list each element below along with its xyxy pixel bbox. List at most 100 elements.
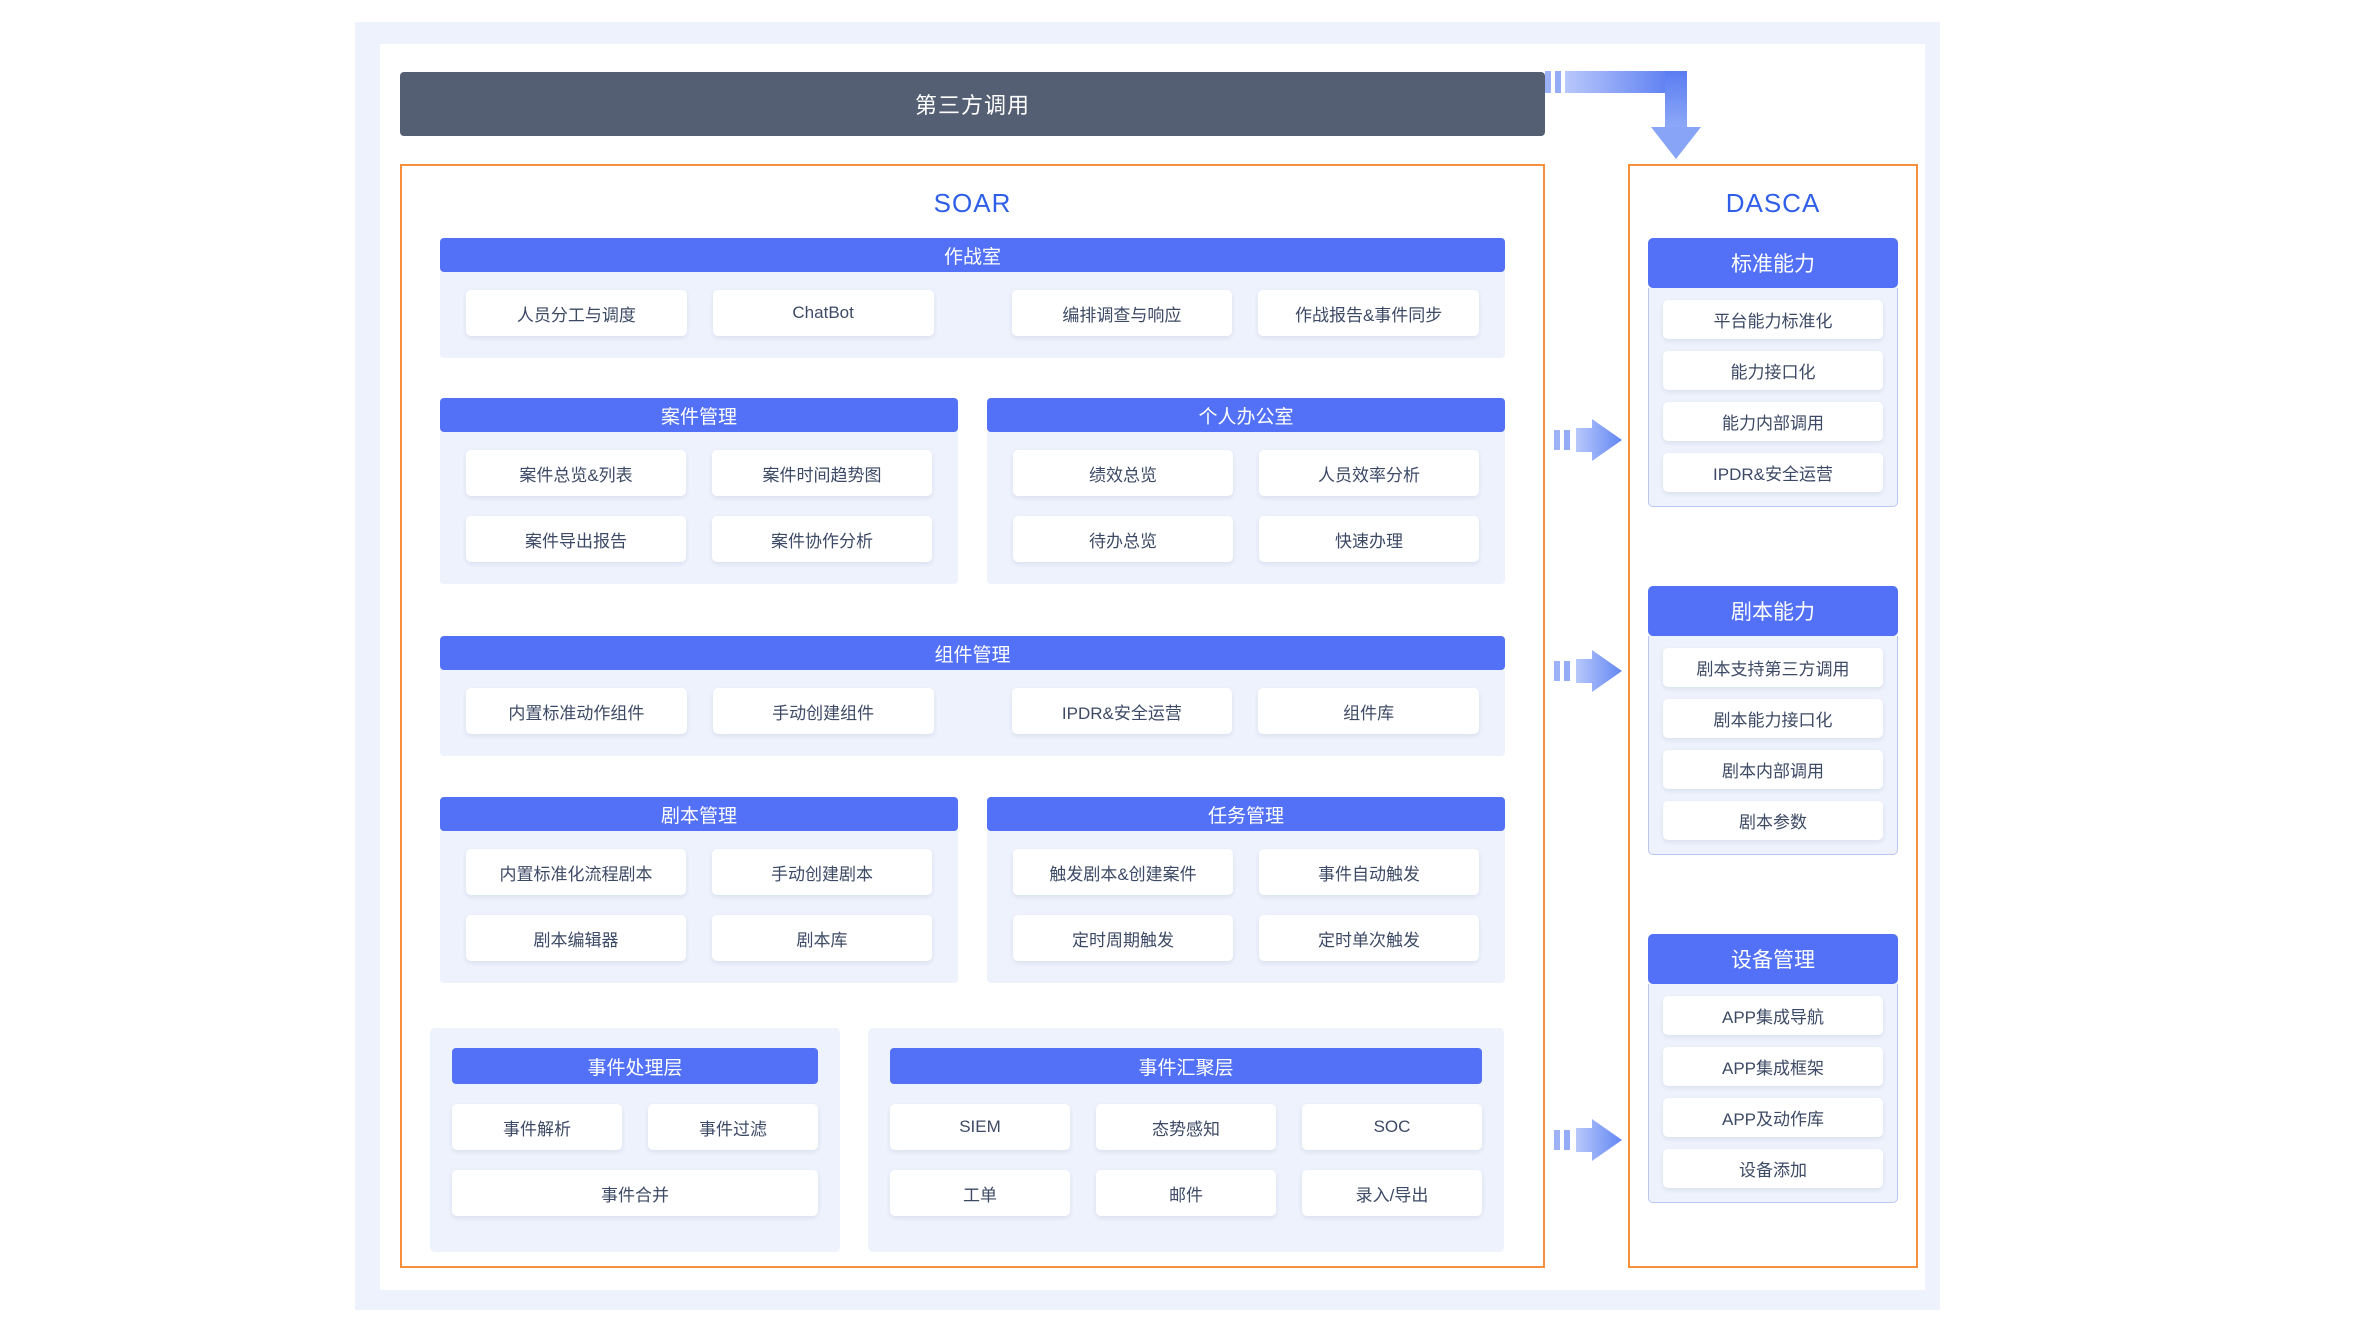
dasca-panel: DASCA 标准能力 平台能力标准化 能力接口化 能力内部调用 IPDR&安全运… [1628, 164, 1918, 1268]
group-component-management: 组件管理 内置标准动作组件 手动创建组件 IPDR&安全运营 组件库 [440, 636, 1505, 756]
card-row: 案件总览&列表 案件时间趋势图 [466, 450, 932, 496]
card-item[interactable]: 剧本库 [712, 915, 932, 961]
cap-item[interactable]: 设备添加 [1663, 1149, 1883, 1188]
layer-event-processing-header: 事件处理层 [452, 1048, 818, 1084]
row-spacer [960, 290, 986, 336]
card-item[interactable]: 案件协作分析 [712, 516, 932, 562]
card-item[interactable]: 人员分工与调度 [466, 290, 687, 336]
cap-item[interactable]: 剧本内部调用 [1663, 750, 1883, 789]
third-party-call-bar: 第三方调用 [400, 72, 1545, 136]
group-war-room: 作战室 人员分工与调度 ChatBot 编排调查与响应 作战报告&事件同步 [440, 238, 1505, 358]
cap-item[interactable]: APP集成导航 [1663, 996, 1883, 1035]
soar-to-device-management-arrow [1554, 1119, 1622, 1161]
card-row: 剧本编辑器 剧本库 [466, 915, 932, 961]
card-item[interactable]: 触发剧本&创建案件 [1013, 849, 1233, 895]
card-item[interactable]: 人员效率分析 [1259, 450, 1479, 496]
card-row: 案件导出报告 案件协作分析 [466, 516, 932, 562]
card-item[interactable]: SIEM [890, 1104, 1070, 1150]
card-item[interactable]: 内置标准化流程剧本 [466, 849, 686, 895]
card-row: 事件解析 事件过滤 [452, 1104, 818, 1150]
group-personal-office-header: 个人办公室 [987, 398, 1505, 432]
card-item[interactable]: 编排调查与响应 [1011, 290, 1233, 336]
card-item[interactable]: 工单 [890, 1170, 1070, 1216]
group-component-management-header: 组件管理 [440, 636, 1505, 670]
card-item[interactable]: IPDR&安全运营 [1011, 688, 1233, 734]
card-row: 待办总览 快速办理 [1013, 516, 1479, 562]
soar-to-playbook-capability-arrow [1554, 650, 1622, 692]
cap-item[interactable]: 能力内部调用 [1663, 402, 1883, 441]
row-spacer [960, 688, 986, 734]
card-row: 工单 邮件 录入/导出 [890, 1170, 1482, 1216]
dasca-title: DASCA [1725, 188, 1821, 218]
group-task-management-body: 触发剧本&创建案件 事件自动触发 定时周期触发 定时单次触发 [987, 827, 1505, 983]
cap-panel-standard-capability-body: 平台能力标准化 能力接口化 能力内部调用 IPDR&安全运营 [1648, 288, 1898, 507]
cap-panel-device-management-body: APP集成导航 APP集成框架 APP及动作库 设备添加 [1648, 984, 1898, 1203]
card-item[interactable]: 手动创建剧本 [712, 849, 932, 895]
card-item[interactable]: 待办总览 [1013, 516, 1233, 562]
layer-event-aggregation-header: 事件汇聚层 [890, 1048, 1482, 1084]
card-row: 事件合并 [452, 1170, 818, 1216]
cap-panel-playbook-capability-body: 剧本支持第三方调用 剧本能力接口化 剧本内部调用 剧本参数 [1648, 636, 1898, 855]
card-item[interactable]: 案件导出报告 [466, 516, 686, 562]
card-item[interactable]: 录入/导出 [1302, 1170, 1482, 1216]
group-component-management-body: 内置标准动作组件 手动创建组件 IPDR&安全运营 组件库 [440, 666, 1505, 756]
group-personal-office-body: 绩效总览 人员效率分析 待办总览 快速办理 [987, 428, 1505, 584]
card-item[interactable]: 态势感知 [1096, 1104, 1276, 1150]
soar-panel: SOAR 作战室 人员分工与调度 ChatBot 编排调查与响应 作战报告&事件… [400, 164, 1545, 1268]
card-item[interactable]: 案件时间趋势图 [712, 450, 932, 496]
card-item[interactable]: 绩效总览 [1013, 450, 1233, 496]
group-playbook-management-body: 内置标准化流程剧本 手动创建剧本 剧本编辑器 剧本库 [440, 827, 958, 983]
card-item[interactable]: 事件过滤 [648, 1104, 818, 1150]
card-row: SIEM 态势感知 SOC [890, 1104, 1482, 1150]
cap-panel-playbook-capability: 剧本能力 剧本支持第三方调用 剧本能力接口化 剧本内部调用 剧本参数 [1648, 586, 1898, 855]
card-item[interactable]: ChatBot [712, 290, 934, 336]
cap-panel-device-management-header: 设备管理 [1648, 934, 1898, 984]
cap-item[interactable]: APP集成框架 [1663, 1047, 1883, 1086]
card-item[interactable]: 手动创建组件 [712, 688, 934, 734]
cap-panel-device-management: 设备管理 APP集成导航 APP集成框架 APP及动作库 设备添加 [1648, 934, 1898, 1203]
group-case-management-body: 案件总览&列表 案件时间趋势图 案件导出报告 案件协作分析 [440, 428, 958, 584]
cap-panel-standard-capability-header: 标准能力 [1648, 238, 1898, 288]
group-task-management: 任务管理 触发剧本&创建案件 事件自动触发 定时周期触发 定时单次触发 [987, 797, 1505, 983]
cap-item[interactable]: 剧本能力接口化 [1663, 699, 1883, 738]
cap-item[interactable]: 剧本参数 [1663, 801, 1883, 840]
card-item[interactable]: 作战报告&事件同步 [1258, 290, 1479, 336]
card-item[interactable]: 定时周期触发 [1013, 915, 1233, 961]
card-item[interactable]: 事件合并 [452, 1170, 818, 1216]
soar-title: SOAR [933, 188, 1012, 218]
card-item[interactable]: 快速办理 [1259, 516, 1479, 562]
group-personal-office: 个人办公室 绩效总览 人员效率分析 待办总览 快速办理 [987, 398, 1505, 584]
group-task-management-header: 任务管理 [987, 797, 1505, 831]
card-item[interactable]: 剧本编辑器 [466, 915, 686, 961]
card-item[interactable]: 组件库 [1258, 688, 1479, 734]
cap-panel-playbook-capability-header: 剧本能力 [1648, 586, 1898, 636]
cap-item[interactable]: 平台能力标准化 [1663, 300, 1883, 339]
group-war-room-body: 人员分工与调度 ChatBot 编排调查与响应 作战报告&事件同步 [440, 268, 1505, 358]
group-war-room-header: 作战室 [440, 238, 1505, 272]
group-case-management-header: 案件管理 [440, 398, 958, 432]
card-row: 定时周期触发 定时单次触发 [1013, 915, 1479, 961]
card-item[interactable]: 案件总览&列表 [466, 450, 686, 496]
group-playbook-management: 剧本管理 内置标准化流程剧本 手动创建剧本 剧本编辑器 剧本库 [440, 797, 958, 983]
cap-item[interactable]: IPDR&安全运营 [1663, 453, 1883, 492]
card-item[interactable]: 事件解析 [452, 1104, 622, 1150]
card-row: 内置标准动作组件 手动创建组件 IPDR&安全运营 组件库 [466, 688, 1479, 734]
card-row: 绩效总览 人员效率分析 [1013, 450, 1479, 496]
card-row: 触发剧本&创建案件 事件自动触发 [1013, 849, 1479, 895]
card-item[interactable]: 事件自动触发 [1259, 849, 1479, 895]
card-item[interactable]: SOC [1302, 1104, 1482, 1150]
cap-item[interactable]: 剧本支持第三方调用 [1663, 648, 1883, 687]
cap-item[interactable]: 能力接口化 [1663, 351, 1883, 390]
card-item[interactable]: 定时单次触发 [1259, 915, 1479, 961]
layer-event-processing: 事件处理层 事件解析 事件过滤 事件合并 [430, 1028, 840, 1252]
card-item[interactable]: 邮件 [1096, 1170, 1276, 1216]
card-row: 内置标准化流程剧本 手动创建剧本 [466, 849, 932, 895]
third-party-to-dasca-arrow [1545, 71, 1701, 159]
card-item[interactable]: 内置标准动作组件 [466, 688, 687, 734]
card-row: 人员分工与调度 ChatBot 编排调查与响应 作战报告&事件同步 [466, 290, 1479, 336]
soar-to-standard-capability-arrow [1554, 419, 1622, 461]
cap-panel-standard-capability: 标准能力 平台能力标准化 能力接口化 能力内部调用 IPDR&安全运营 [1648, 238, 1898, 507]
cap-item[interactable]: APP及动作库 [1663, 1098, 1883, 1137]
group-case-management: 案件管理 案件总览&列表 案件时间趋势图 案件导出报告 案件协作分析 [440, 398, 958, 584]
